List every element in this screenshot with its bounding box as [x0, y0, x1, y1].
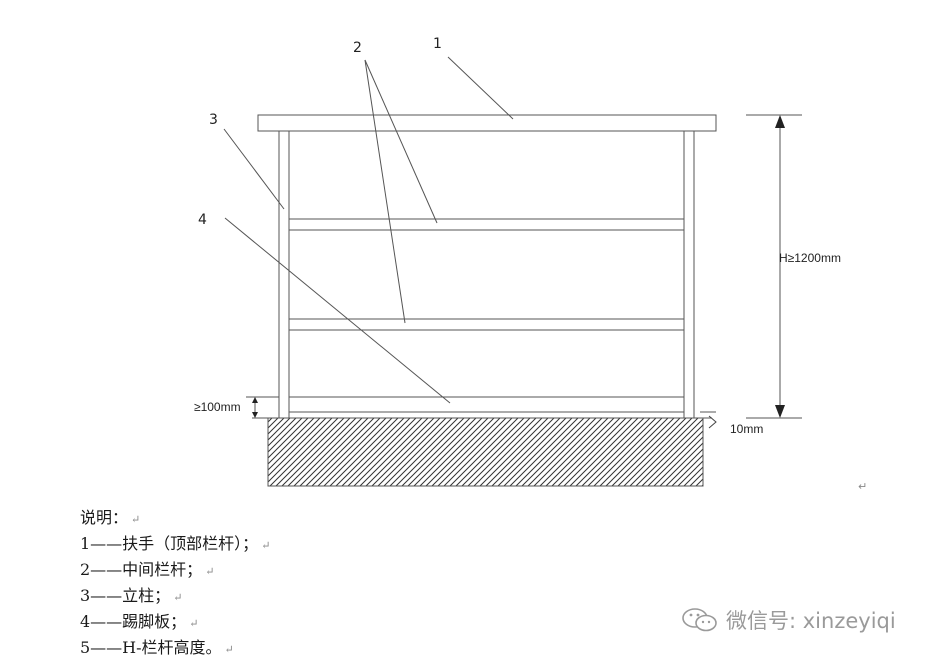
gap-arrow-icon [708, 415, 717, 429]
gap-label: 10mm [730, 422, 763, 436]
right-post [683, 130, 695, 419]
legend-heading: 说明：↵ [80, 508, 141, 527]
leader-1 [447, 56, 514, 120]
legend-item: 3——立柱；↵ [80, 586, 183, 605]
height-arrow-down-icon [775, 405, 785, 418]
label-1: 1 [433, 36, 442, 52]
railing-diagram: 1 2 3 4 H≥1200mm ≥100mm 10mm [194, 36, 841, 487]
wechat-icon [682, 608, 717, 632]
handrail [257, 114, 717, 132]
watermark-text: 微信号: xinzeyiqi [726, 609, 896, 633]
toe-arrow-down-icon [252, 412, 258, 418]
return-mark: ↵ [858, 480, 868, 493]
left-post [278, 130, 290, 419]
mid-rail-upper [288, 218, 685, 231]
legend-item: 2——中间栏杆；↵ [80, 560, 215, 579]
legend-item: 4——踢脚板；↵ [80, 612, 199, 631]
toe-board-label: ≥100mm [194, 400, 241, 414]
mid-rail-lower [288, 318, 685, 331]
leader-3 [223, 128, 285, 210]
height-arrow-up-icon [775, 115, 785, 128]
label-3: 3 [209, 112, 218, 128]
legend: 说明：↵ 1——扶手（顶部栏杆）；↵ 2——中间栏杆；↵ 3——立柱；↵ 4——… [80, 505, 270, 661]
legend-item: 5——H-栏杆高度。↵ [80, 638, 234, 657]
watermark: 微信号: xinzeyiqi [680, 604, 896, 636]
height-label: H≥1200mm [779, 251, 841, 265]
leader-2b [364, 59, 406, 324]
ground-hatch [267, 417, 704, 487]
label-2: 2 [353, 40, 362, 56]
label-4: 4 [198, 212, 207, 228]
leader-4 [224, 217, 451, 404]
leader-2a [364, 59, 438, 224]
toe-board [288, 396, 685, 413]
legend-item: 1——扶手（顶部栏杆）；↵ [80, 534, 271, 553]
toe-arrow-up-icon [252, 397, 258, 403]
